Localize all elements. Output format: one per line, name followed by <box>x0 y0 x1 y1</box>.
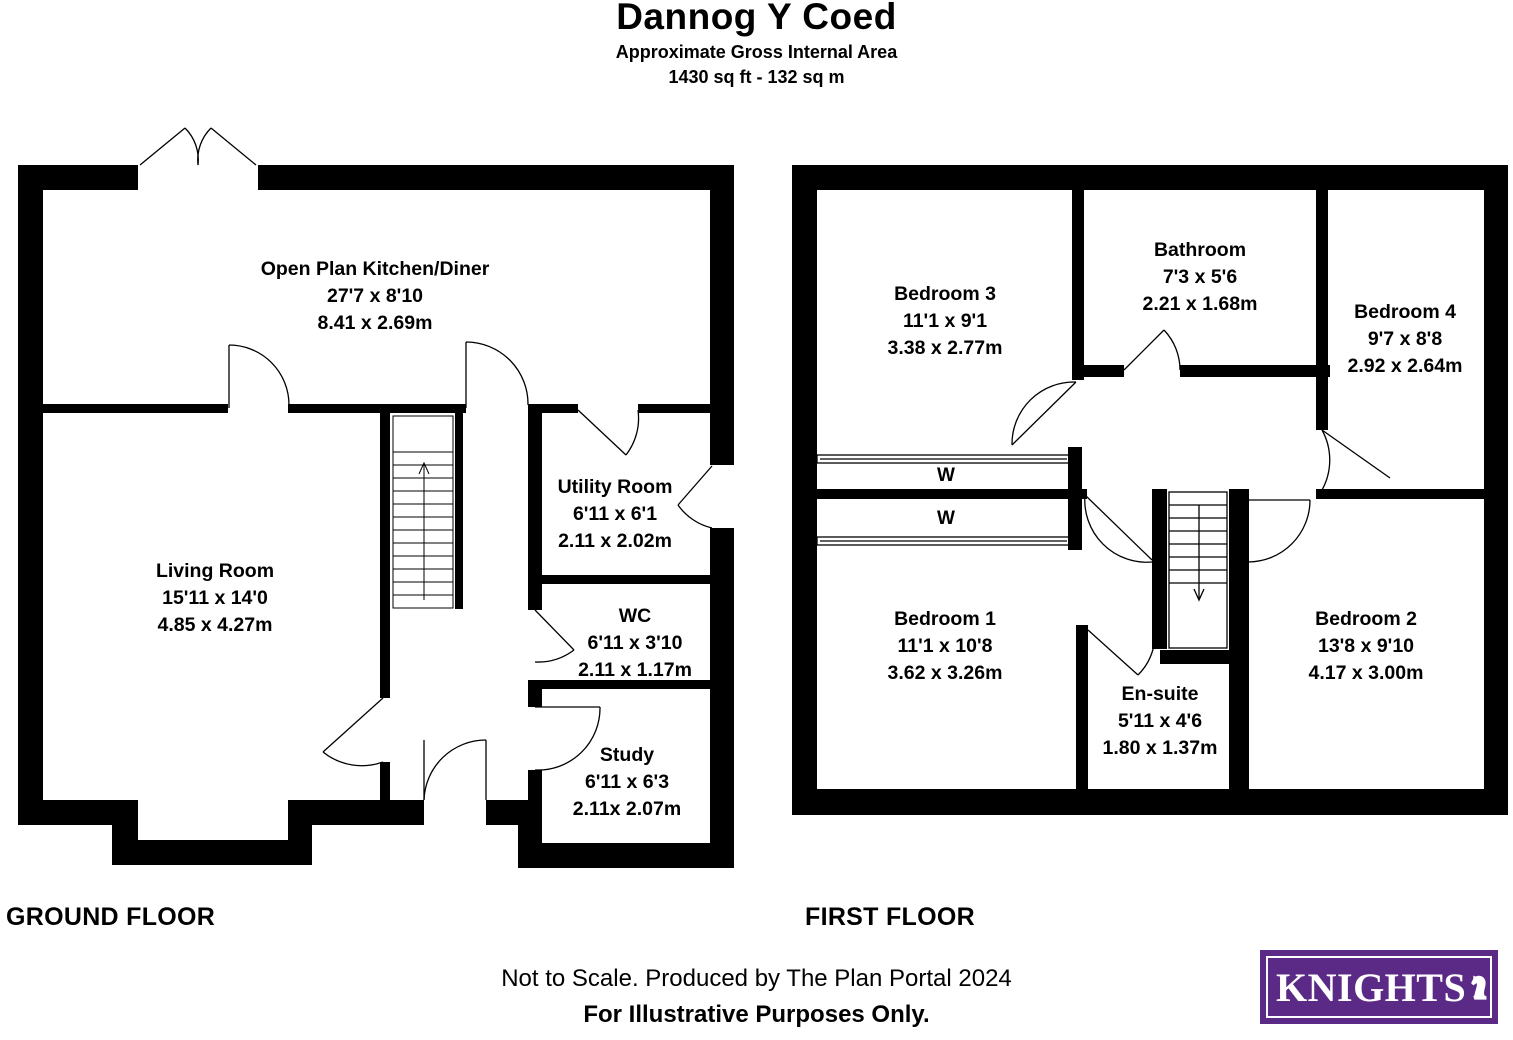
room-metric: 4.17 x 3.00m <box>1308 662 1424 684</box>
ground-door-swings <box>139 127 713 801</box>
room-metric: 2.11 x 1.17m <box>578 659 692 681</box>
room-imperial: 7'3 x 5'6 <box>1162 266 1238 288</box>
room-metric: 2.11x 2.07m <box>572 798 682 820</box>
room-imperial: 6'11 x 3'10 <box>587 632 683 654</box>
room-imperial: 11'1 x 10'8 <box>897 635 993 657</box>
room-metric: 3.62 x 3.26m <box>887 662 1003 684</box>
logo-frame: KNIGHTS <box>1266 956 1492 1018</box>
room-living: Living Room 15'11 x 14'0 4.85 x 4.27m <box>105 558 325 639</box>
room-study: Study 6'11 x 6'3 2.11x 2.07m <box>552 742 702 823</box>
room-name: WC <box>618 605 652 627</box>
room-name: Utility Room <box>557 476 673 498</box>
ground-floor-label: GROUND FLOOR <box>6 903 216 931</box>
footer-illustrative: For Illustrative Purposes Only. <box>583 1001 930 1028</box>
room-imperial: 27'7 x 8'10 <box>326 285 424 307</box>
room-bedroom-2: Bedroom 2 13'8 x 9'10 4.17 x 3.00m <box>1286 606 1446 687</box>
room-bedroom-3: Bedroom 3 11'1 x 9'1 3.38 x 2.77m <box>860 281 1030 362</box>
knights-logo: KNIGHTS <box>1260 950 1498 1024</box>
area-label: Approximate Gross Internal Area <box>615 42 898 62</box>
room-utility: Utility Room 6'11 x 6'1 2.11 x 2.02m <box>540 474 690 555</box>
room-imperial: 15'11 x 14'0 <box>162 587 268 609</box>
room-metric: 4.85 x 4.27m <box>157 614 273 636</box>
room-imperial: 6'11 x 6'3 <box>584 771 670 793</box>
room-imperial: 9'7 x 8'8 <box>1367 328 1443 350</box>
footer-disclaimer: Not to Scale. Produced by The Plan Porta… <box>501 965 1012 992</box>
area-value: 1430 sq ft - 132 sq m <box>668 67 845 87</box>
room-bedroom-4: Bedroom 4 9'7 x 8'8 2.92 x 2.64m <box>1330 299 1480 380</box>
ground-floor-walls <box>18 165 734 868</box>
room-metric: 8.41 x 2.69m <box>317 312 433 334</box>
first-floor-walls <box>792 165 1508 815</box>
wardrobe-label: W <box>937 465 955 486</box>
room-name: Bedroom 1 <box>894 608 996 630</box>
knight-chess-icon <box>1471 975 1487 1000</box>
first-floor-label: FIRST FLOOR <box>805 903 975 931</box>
room-imperial: 6'11 x 6'1 <box>572 503 658 525</box>
room-name: Bathroom <box>1153 239 1247 261</box>
room-metric: 2.21 x 1.68m <box>1142 293 1258 315</box>
room-name: Study <box>599 744 655 766</box>
room-bathroom: Bathroom 7'3 x 5'6 2.21 x 1.68m <box>1120 237 1280 318</box>
room-imperial: 5'11 x 4'6 <box>1117 710 1203 732</box>
wardrobe-label: W <box>937 508 955 529</box>
logo-text: KNIGHTS <box>1276 964 1467 1010</box>
room-name: Bedroom 3 <box>894 283 996 305</box>
room-wc: WC 6'11 x 3'10 2.11 x 1.17m <box>560 603 710 684</box>
room-metric: 2.92 x 2.64m <box>1347 355 1463 377</box>
room-name: Bedroom 4 <box>1354 301 1456 323</box>
room-name: Open Plan Kitchen/Diner <box>260 258 490 280</box>
room-metric: 3.38 x 2.77m <box>887 337 1003 359</box>
room-name: En-suite <box>1121 683 1199 705</box>
room-en-suite: En-suite 5'11 x 4'6 1.80 x 1.37m <box>1086 681 1234 762</box>
plan-title: Dannog Y Coed <box>616 0 897 37</box>
room-imperial: 13'8 x 9'10 <box>1317 635 1415 657</box>
room-imperial: 11'1 x 9'1 <box>902 310 988 332</box>
first-floor-details <box>816 329 1391 676</box>
room-name: Bedroom 2 <box>1315 608 1417 630</box>
room-metric: 1.80 x 1.37m <box>1102 737 1218 759</box>
ground-stairs <box>392 415 454 609</box>
room-name: Living Room <box>155 560 275 582</box>
room-kitchen-diner: Open Plan Kitchen/Diner 27'7 x 8'10 8.41… <box>200 256 550 337</box>
room-bedroom-1: Bedroom 1 11'1 x 10'8 3.62 x 3.26m <box>860 606 1030 687</box>
room-metric: 2.11 x 2.02m <box>558 530 672 552</box>
